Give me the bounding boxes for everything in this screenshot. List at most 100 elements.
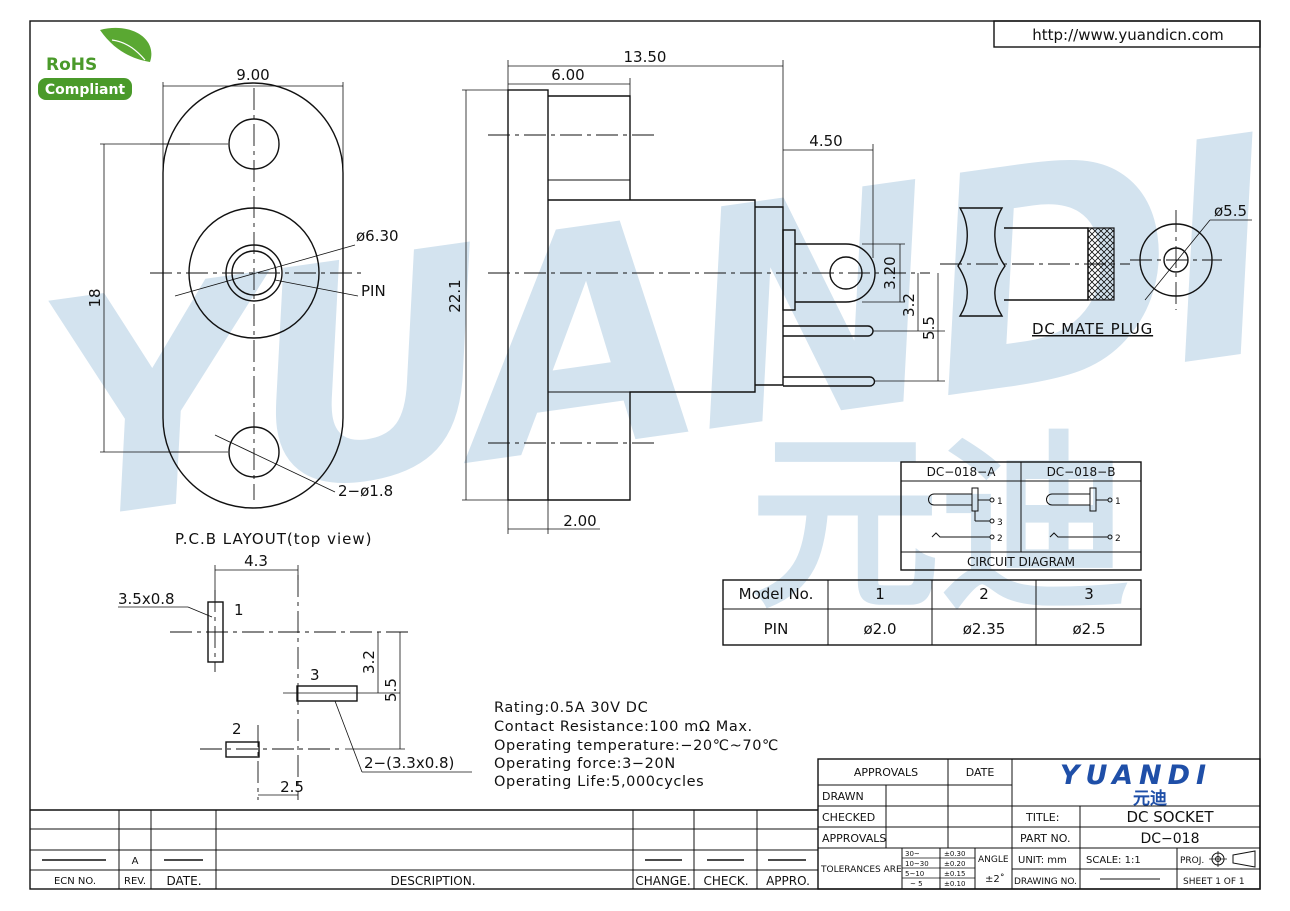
pin-table-header-model: Model No. bbox=[739, 585, 814, 603]
pad1-label: 1 bbox=[234, 601, 244, 619]
dc-mate-plug: ø5.5 DC MATE PLUG bbox=[940, 202, 1252, 338]
pin-table-value-1: ø2.0 bbox=[863, 620, 896, 638]
tb-title-label: TITLE: bbox=[1025, 811, 1059, 824]
rohs-badge: RoHS Compliant bbox=[38, 27, 152, 100]
pad-dim-2-5: 2.5 bbox=[280, 778, 304, 796]
tb-part-value: DC−018 bbox=[1140, 831, 1199, 847]
pcb-title: P.C.B LAYOUT(top view) bbox=[175, 530, 372, 548]
rev-header-rev: REV. bbox=[124, 876, 146, 887]
rohs-line1: RoHS bbox=[46, 55, 97, 75]
pin-table-header-2: 2 bbox=[979, 585, 989, 603]
side-dim-height: 22.1 bbox=[446, 279, 464, 312]
side-dim-c: 5.5 bbox=[920, 316, 938, 340]
side-dim-bottom: 2.00 bbox=[563, 512, 596, 530]
circuit-diagram: DC−018−A DC−018−B CIRCUIT DIAGRAM 1 3 2 … bbox=[900, 461, 1142, 571]
circuit-a-pin3: 3 bbox=[997, 518, 1003, 528]
tb-part-label: PART NO. bbox=[1020, 832, 1070, 845]
url-box: http://www.yuandicn.com bbox=[993, 20, 1261, 48]
title-block: APPROVALS DATE DRAWN CHECKED APPROVALS Y… bbox=[817, 758, 1261, 890]
tb-logo-cn: 元迪 bbox=[1133, 788, 1167, 809]
spec-rating: Rating:0.5A 30V DC bbox=[494, 700, 648, 716]
tb-tol-range-4: ~ 5 bbox=[910, 880, 923, 888]
pad-dim-pad1: 3.5x0.8 bbox=[118, 590, 175, 608]
pin-table-row-label: PIN bbox=[764, 620, 789, 638]
side-dim-body: 6.00 bbox=[551, 66, 584, 84]
tb-drawing-no: DRAWING NO. bbox=[1014, 877, 1077, 887]
circuit-b-pin1: 1 bbox=[1115, 497, 1121, 507]
rev-header-appro: APPRO. bbox=[766, 874, 810, 888]
tb-checked: CHECKED bbox=[822, 811, 875, 824]
tb-tolerances-label: TOLERANCES ARE bbox=[820, 865, 902, 875]
tb-title-value: DC SOCKET bbox=[1126, 808, 1214, 826]
circuit-a-pin1: 1 bbox=[997, 497, 1003, 507]
pin-table: Model No. 1 2 3 PIN ø2.0 ø2.35 ø2.5 bbox=[722, 579, 1142, 646]
tb-proj: PROJ. bbox=[1180, 856, 1204, 866]
pad2-label: 2 bbox=[232, 720, 242, 738]
tb-tol-range-2: 10~30 bbox=[905, 860, 929, 868]
tb-angle-value: ±2˚ bbox=[985, 873, 1005, 885]
tb-tol-value-3: ±0.15 bbox=[944, 870, 965, 878]
pad-dim-4-3: 4.3 bbox=[244, 552, 268, 570]
tb-tol-value-1: ±0.30 bbox=[944, 850, 965, 858]
circuit-a-pin2: 2 bbox=[997, 534, 1003, 544]
plug-dim-dia: ø5.5 bbox=[1214, 202, 1247, 220]
tb-tol-value-4: ±0.10 bbox=[944, 880, 965, 888]
specifications: Rating:0.5A 30V DC Contact Resistance:10… bbox=[494, 700, 779, 790]
pad-dim-pads: 2−(3.3x0.8) bbox=[364, 754, 454, 772]
circuit-b-pin2: 2 bbox=[1115, 534, 1121, 544]
side-view: 13.50 6.00 4.50 22.1 2.00 3.20 3.2 5.5 bbox=[446, 48, 945, 534]
pad-dim-3-2: 3.2 bbox=[360, 650, 378, 674]
spec-operating-force: Operating force:3−20N bbox=[494, 756, 676, 772]
pad-dim-5-5: 5.5 bbox=[382, 678, 400, 702]
pin-table-value-2: ø2.35 bbox=[963, 620, 1006, 638]
revision-block: A ECN NO. REV. DATE. DESCRIPTION. CHANGE… bbox=[30, 809, 818, 889]
pcb-dim-height: 18 bbox=[86, 288, 104, 307]
side-dim-pin-offset: 4.50 bbox=[809, 132, 842, 150]
rev-header-description: DESCRIPTION. bbox=[390, 874, 475, 888]
tb-sheet: SHEET 1 OF 1 bbox=[1183, 877, 1245, 887]
spec-operating-temperature: Operating temperature:−20℃~70℃ bbox=[494, 738, 779, 754]
rohs-line2: Compliant bbox=[45, 82, 126, 98]
pcb-pin-label: PIN bbox=[361, 282, 386, 300]
tb-approvals2: APPROVALS bbox=[822, 832, 886, 845]
pin-table-header-3: 3 bbox=[1084, 585, 1094, 603]
website-url: http://www.yuandicn.com bbox=[1032, 26, 1223, 44]
plug-label: DC MATE PLUG bbox=[1032, 320, 1153, 338]
drawing-frame bbox=[29, 20, 1261, 890]
tb-tol-range-3: 5~10 bbox=[905, 870, 924, 878]
watermark: YUANDI 元迪 bbox=[21, 72, 1290, 635]
pcb-dim-center-hole: ø6.30 bbox=[356, 227, 399, 245]
rev-header-ecn: ECN NO. bbox=[54, 876, 96, 887]
tb-angle-label: ANGLE bbox=[978, 855, 1009, 865]
pad3-label: 3 bbox=[310, 666, 320, 684]
tb-tol-range-1: 30~ bbox=[905, 850, 920, 858]
pcb-dim-holes: 2−ø1.8 bbox=[338, 482, 393, 500]
projection-symbol-icon bbox=[1209, 850, 1256, 868]
pin-table-value-3: ø2.5 bbox=[1072, 620, 1105, 638]
side-dim-b: 3.2 bbox=[900, 293, 918, 317]
tb-drawn: DRAWN bbox=[822, 790, 864, 803]
circuit-variant-a: DC−018−A bbox=[927, 465, 997, 479]
side-dim-a: 3.20 bbox=[881, 256, 899, 289]
rev-header-check: CHECK. bbox=[703, 874, 748, 888]
rev-header-change: CHANGE. bbox=[635, 874, 690, 888]
pin-table-header-1: 1 bbox=[875, 585, 885, 603]
tb-scale: SCALE: 1:1 bbox=[1086, 855, 1141, 866]
circuit-title: CIRCUIT DIAGRAM bbox=[967, 555, 1075, 569]
rev-header-date: DATE. bbox=[166, 874, 201, 888]
pcb-layout-view: 9.00 18 ø6.30 PIN 2−ø1.8 P.C.B LAYOUT(to… bbox=[86, 66, 399, 548]
spec-contact-resistance: Contact Resistance:100 mΩ Max. bbox=[494, 719, 753, 735]
watermark-chinese: 元迪 bbox=[750, 414, 1130, 635]
rev-value: A bbox=[132, 856, 139, 867]
tb-tol-value-2: ±0.20 bbox=[944, 860, 965, 868]
tb-logo: YUANDI bbox=[1060, 760, 1212, 791]
tb-unit: UNIT: mm bbox=[1018, 855, 1067, 866]
side-dim-total: 13.50 bbox=[624, 48, 667, 66]
pad-layout: 4.3 3.5x0.8 1 3 2 3.2 5.5 2.5 2−(3.3x0.8… bbox=[118, 552, 472, 800]
pcb-dim-width: 9.00 bbox=[236, 66, 269, 84]
tb-approvals: APPROVALS bbox=[854, 766, 918, 779]
circuit-variant-b: DC−018−B bbox=[1047, 465, 1116, 479]
tb-date: DATE bbox=[966, 766, 995, 779]
spec-operating-life: Operating Life:5,000cycles bbox=[494, 774, 704, 790]
